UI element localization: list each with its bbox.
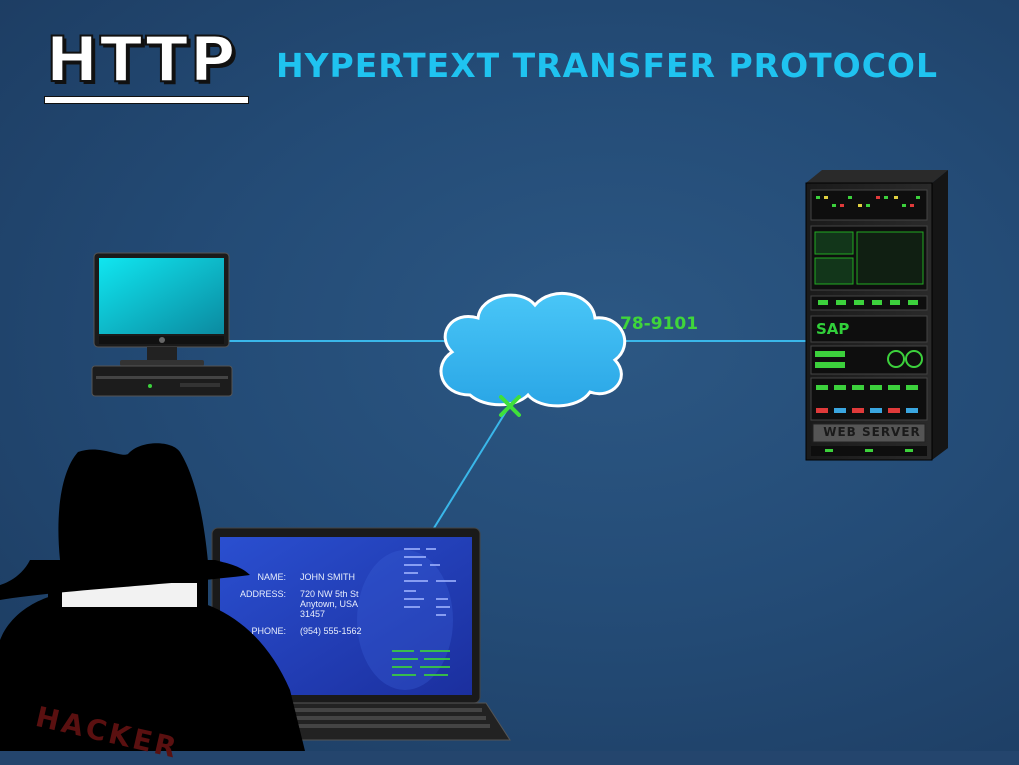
server-label: WEB SERVER [823, 425, 921, 439]
page-title: HTTP [45, 23, 238, 96]
page-subtitle: HYPERTEXT TRANSFER PROTOCOL [276, 46, 939, 85]
form-name-label: NAME: [257, 572, 286, 582]
form-phone-value: (954) 555-1562 [300, 626, 362, 636]
form-address-line1: 720 NW 5th St [300, 589, 359, 599]
server-brand: SAP [816, 320, 850, 338]
form-address-label: ADDRESS: [239, 589, 286, 599]
form-name-value: JOHN SMITH [300, 572, 355, 582]
network-address-text: 78-9101 [620, 314, 699, 334]
intercept-x-icon [499, 395, 521, 417]
title-underline [44, 96, 249, 104]
cloud-icon [439, 291, 627, 408]
hacker-figure-icon [0, 443, 305, 751]
form-address-line2: Anytown, USA [300, 599, 359, 609]
server-rack-icon [805, 170, 948, 461]
form-phone-label: PHONE: [251, 626, 286, 636]
desktop-computer-icon [91, 252, 233, 397]
form-address-line3: 31457 [300, 609, 326, 619]
link-cloud-laptop [433, 404, 511, 529]
